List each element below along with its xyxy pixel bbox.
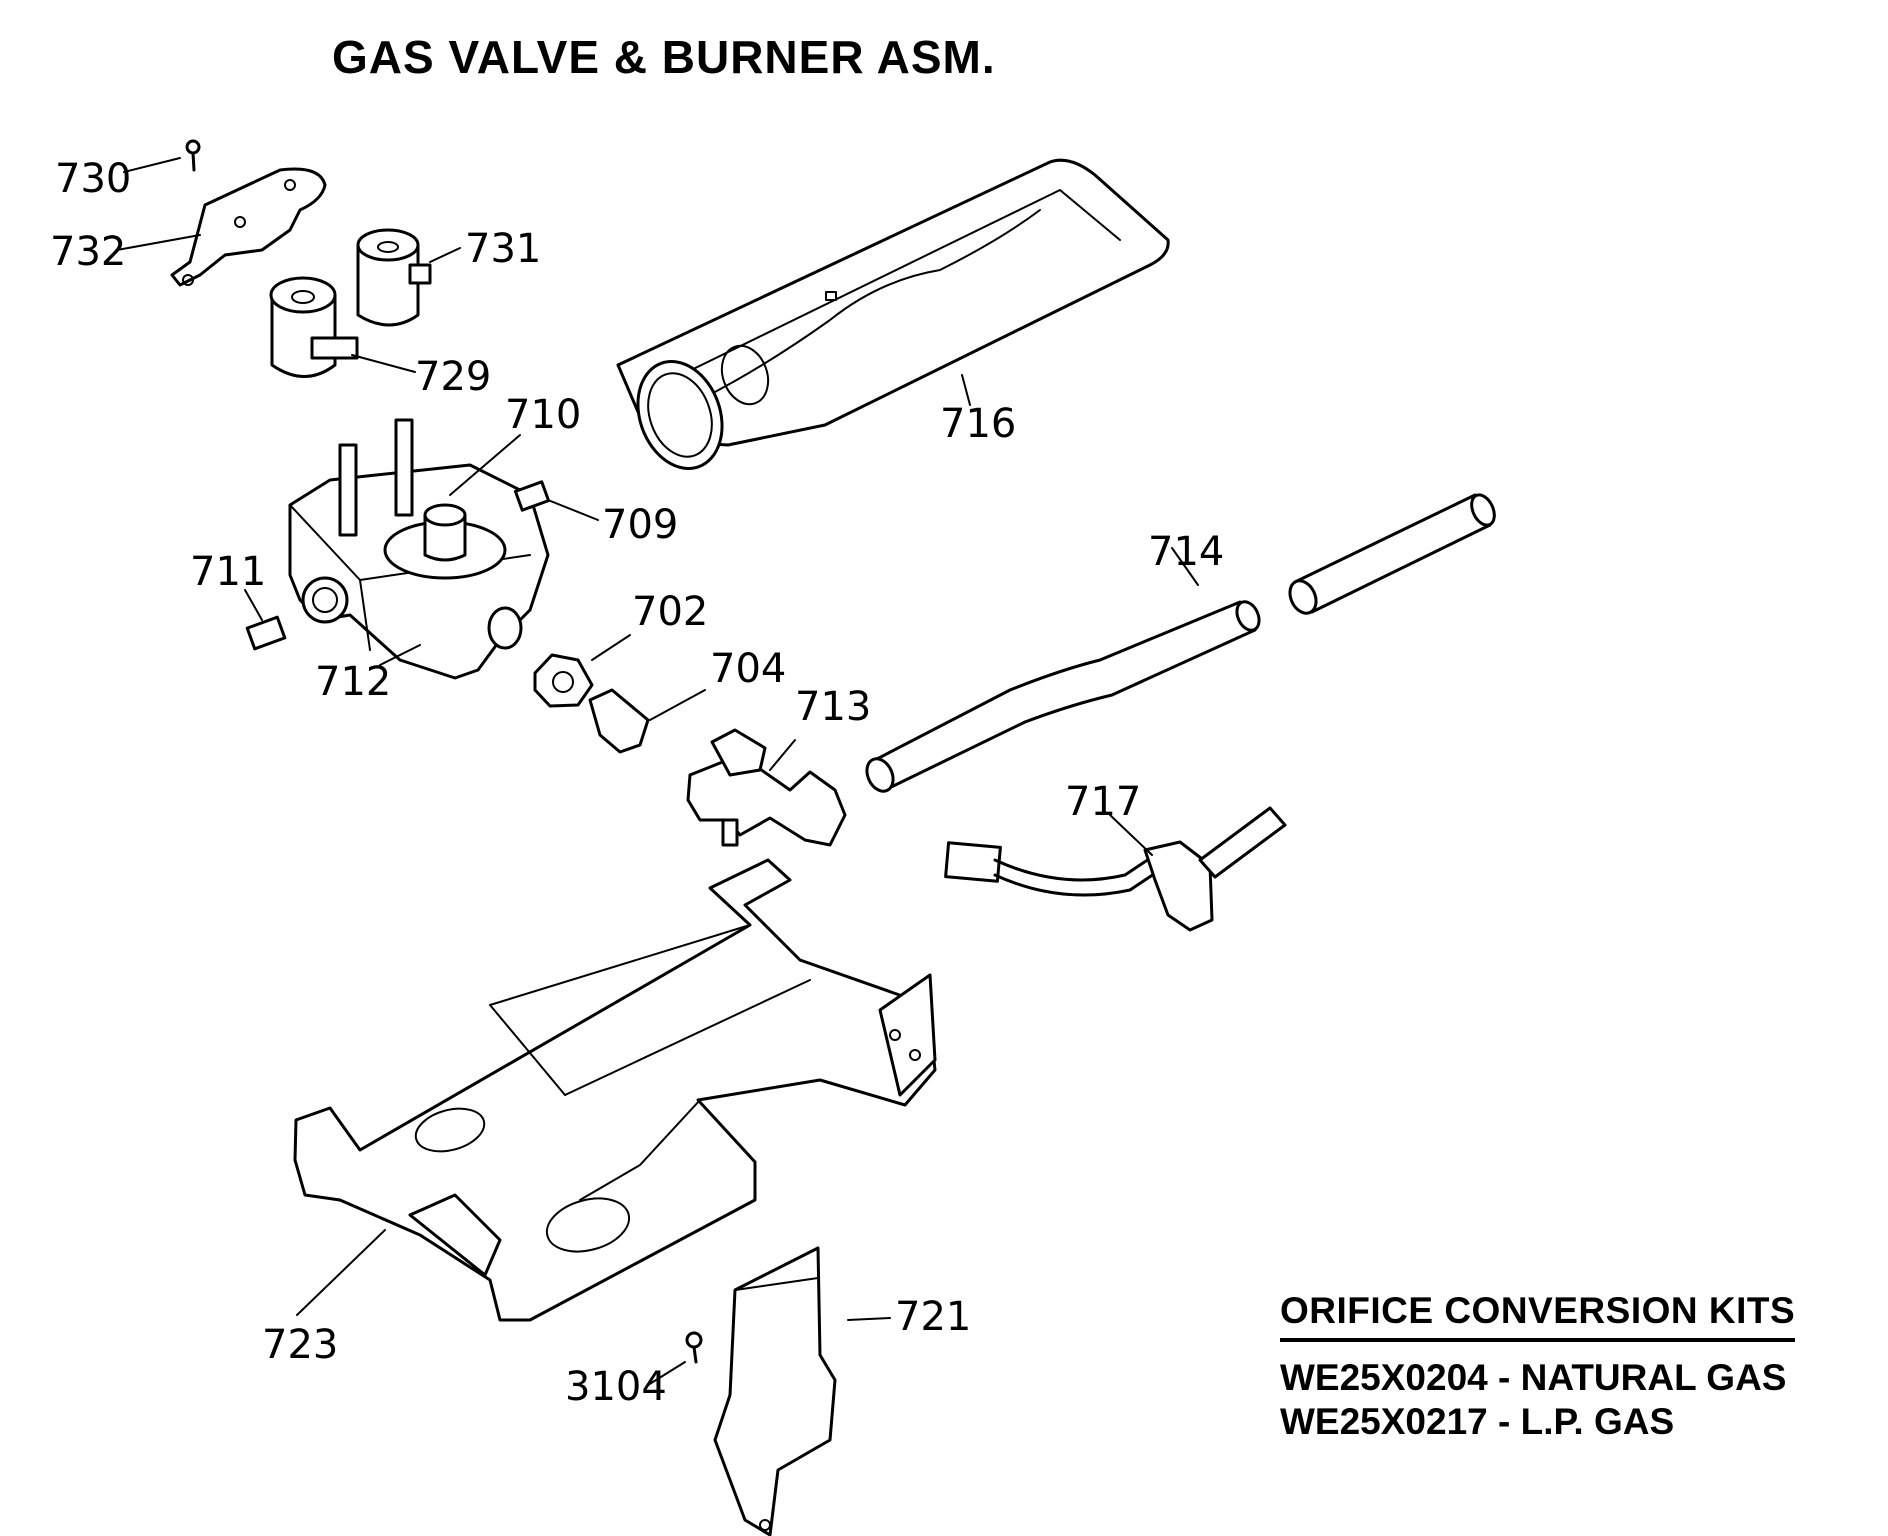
part-729-coil <box>269 276 359 378</box>
callout-732: 732 <box>50 229 126 275</box>
callout-702: 702 <box>632 589 708 635</box>
part-731-coil <box>356 228 432 327</box>
callout-730: 730 <box>55 156 131 202</box>
callout-717: 717 <box>1065 779 1141 825</box>
callout-714: 714 <box>1148 529 1224 575</box>
part-702-nut <box>533 653 594 708</box>
part-711-plug <box>245 615 287 651</box>
part-712-gas-valve <box>288 418 550 680</box>
part-730-screw <box>185 139 201 172</box>
callout-723: 723 <box>262 1322 338 1368</box>
diagram-title: GAS VALVE & BURNER ASM. <box>332 31 996 83</box>
callout-721: 721 <box>895 1294 971 1340</box>
callout-712: 712 <box>315 659 391 705</box>
callout-710: 710 <box>505 392 581 438</box>
callout-713: 713 <box>795 684 871 730</box>
callout-731: 731 <box>465 226 541 272</box>
part-714-pipe <box>865 493 1496 793</box>
kit-part-number: WE25X0217 <box>1280 1401 1488 1442</box>
kit-item: WE25X0204 - NATURAL GAS <box>1280 1356 1795 1400</box>
callout-716: 716 <box>940 401 1016 447</box>
kits-heading: ORIFICE CONVERSION KITS <box>1280 1290 1796 1342</box>
callout-3104: 3104 <box>565 1364 667 1410</box>
callout-709: 709 <box>602 502 678 548</box>
orifice-conversion-kits: ORIFICE CONVERSION KITS WE25X0204 - NATU… <box>1280 1290 1796 1444</box>
kit-separator: - <box>1498 1401 1511 1442</box>
part-716-burner <box>616 158 1170 470</box>
part-713-valve <box>686 728 847 847</box>
kit-item: WE25X0217 - L.P. GAS <box>1280 1400 1795 1444</box>
part-717-igniter <box>944 806 1287 932</box>
part-732-bracket <box>170 167 327 287</box>
kit-part-number: WE25X0204 <box>1280 1357 1488 1398</box>
kit-separator: - <box>1498 1357 1511 1398</box>
part-3104-screw <box>685 1331 703 1364</box>
part-709-fitting <box>513 480 551 512</box>
part-723-base-bracket <box>293 858 937 1322</box>
callout-704: 704 <box>710 646 786 692</box>
callout-711: 711 <box>190 549 266 595</box>
part-721-shield <box>713 1246 837 1536</box>
kit-description: L.P. GAS <box>1520 1401 1675 1442</box>
callout-729: 729 <box>415 354 491 400</box>
kits-list: WE25X0204 - NATURAL GAS WE25X0217 - L.P.… <box>1280 1356 1795 1444</box>
part-710-regulator <box>423 503 467 562</box>
kit-description: NATURAL GAS <box>1520 1357 1787 1398</box>
leader-lines <box>116 157 1199 1386</box>
part-704-orifice <box>588 688 650 754</box>
